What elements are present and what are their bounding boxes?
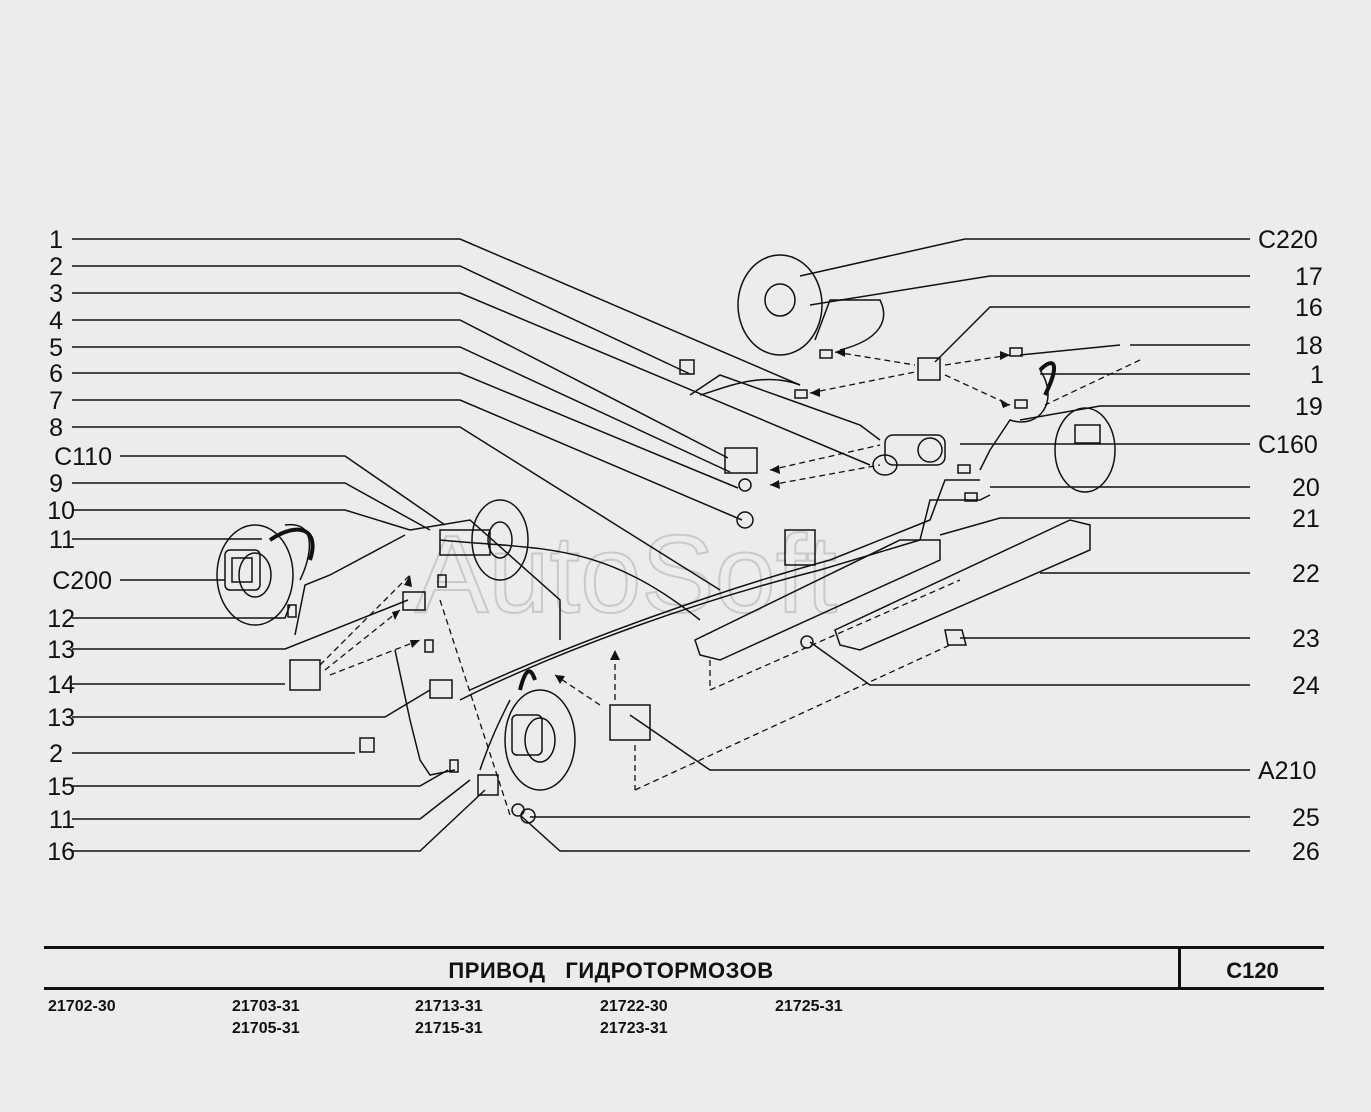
callout-label: C220 (1258, 226, 1318, 254)
callout-label: C160 (1258, 431, 1318, 459)
callout-label: 16 (1295, 294, 1323, 322)
leader-lines (72, 238, 1250, 852)
callout-label: 22 (1292, 560, 1320, 588)
callout-label: 24 (1292, 672, 1320, 700)
page-code: C120 (1226, 958, 1279, 983)
callout-label: 8 (49, 414, 63, 442)
model-code: 21725-31 (775, 998, 843, 1015)
callout-label: C200 (52, 567, 112, 595)
model-code: 21703-31 (232, 998, 300, 1015)
callout-label: 16 (47, 838, 75, 866)
brake-components (216, 254, 1121, 824)
callout-label: 19 (1295, 393, 1323, 421)
callout-label: 1 (49, 226, 63, 254)
callout-label: 15 (47, 773, 75, 801)
callout-label: 14 (47, 671, 75, 699)
callout-label: 13 (47, 704, 75, 732)
callout-label: 2 (49, 740, 63, 768)
title-divider (1178, 949, 1181, 987)
callout-label: 11 (49, 806, 75, 834)
model-code: 21702-30 (48, 998, 116, 1015)
callout-label: 23 (1292, 625, 1320, 653)
model-code: 21713-31 (415, 998, 483, 1015)
brake-drive-diagram: AutoSoft (47, 226, 1324, 866)
callout-label: 13 (47, 636, 75, 664)
page-title: ПРИВОД ГИДРОТОРМОЗОВ (448, 958, 774, 983)
callout-label: 25 (1292, 804, 1320, 832)
callout-label: 4 (49, 307, 63, 335)
callout-label: A210 (1258, 757, 1316, 785)
callout-label: C110 (54, 443, 112, 471)
callout-label: 6 (49, 360, 63, 388)
callout-label: 5 (49, 334, 63, 362)
callout-label: 21 (1292, 505, 1320, 533)
arrowheads (392, 348, 1010, 684)
callout-label: 2 (49, 253, 63, 281)
callout-label: 10 (47, 497, 75, 525)
callout-label: 20 (1292, 474, 1320, 502)
callout-label: 3 (49, 280, 63, 308)
model-code: 21722-30 (600, 998, 668, 1015)
title-bar: ПРИВОД ГИДРОТОРМОЗОВ C120 (44, 946, 1324, 990)
model-code: 21723-31 (600, 1020, 668, 1037)
model-code: 21715-31 (415, 1020, 483, 1037)
callouts-left: 1 2 3 4 5 6 7 8 C110 9 10 11 C200 12 13 … (47, 226, 112, 866)
model-code: 21705-31 (232, 1020, 300, 1037)
callout-label: 7 (49, 387, 63, 415)
callout-label: 17 (1295, 263, 1323, 291)
callout-label: 18 (1295, 332, 1323, 360)
callout-label: 1 (1310, 361, 1324, 389)
callouts-right: C220 17 16 18 1 19 C160 20 21 22 23 24 A… (1258, 226, 1324, 866)
callout-label: 9 (49, 470, 63, 498)
callout-label: 11 (49, 526, 75, 554)
callout-label: 12 (47, 605, 75, 633)
callout-label: 26 (1292, 838, 1320, 866)
